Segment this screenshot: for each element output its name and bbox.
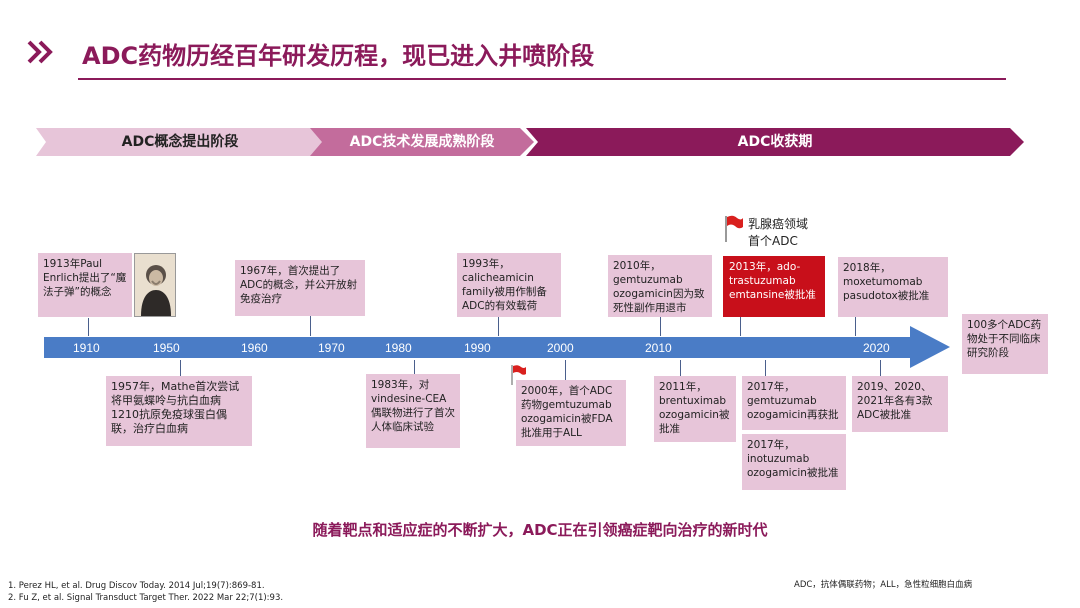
phase-banner-harvest: ADC收获期 bbox=[526, 128, 1024, 156]
double-chevron-icon bbox=[26, 38, 56, 66]
event-2019-2021: 2019、2020、2021年各有3款ADC被批准 bbox=[852, 376, 948, 432]
event-1967: 1967年，首次提出了ADC的概念，并公开放射免疫治疗 bbox=[235, 260, 365, 316]
connector-line bbox=[414, 360, 415, 374]
year-label: 1990 bbox=[464, 341, 491, 355]
event-2017-b: 2017年，inotuzumab ozogamicin被批准 bbox=[742, 434, 846, 490]
event-2017-a: 2017年，gemtuzumab ozogamicin再获批 bbox=[742, 376, 846, 430]
connector-line bbox=[498, 316, 499, 336]
year-label: 1980 bbox=[385, 341, 412, 355]
event-2000: 2000年，首个ADC药物gemtuzumab ozogamicin被FDA批准… bbox=[516, 380, 626, 446]
phase-banner-concept: ADC概念提出阶段 bbox=[36, 128, 332, 156]
event-2013: 2013年，ado-trastuzumab emtansine被批准 bbox=[723, 256, 825, 317]
connector-line bbox=[765, 360, 766, 376]
event-1993: 1993年，calicheamicin family被用作制备ADC的有效载荷 bbox=[457, 253, 561, 317]
summary-statement: 随着靶点和适应症的不断扩大，ADC正在引领癌症靶向治疗的新时代 bbox=[312, 521, 768, 539]
phase-banner-maturity: ADC技术发展成熟阶段 bbox=[310, 128, 534, 156]
connector-line bbox=[740, 316, 741, 336]
event-1983: 1983年，对vindesine-CEA偶联物进行了首次人体临床试验 bbox=[366, 374, 460, 448]
event-1913: 1913年Paul Enrlich提出了“魔法子弹”的概念 bbox=[38, 253, 132, 317]
page-title: ADC药物历经百年研发历程，现已进入井喷阶段 bbox=[82, 42, 595, 70]
red-flag-icon bbox=[723, 214, 745, 244]
connector-line bbox=[680, 360, 681, 376]
connector-line bbox=[660, 316, 661, 336]
phase-label: ADC概念提出阶段 bbox=[121, 134, 239, 150]
connector-line bbox=[310, 316, 311, 336]
connector-line bbox=[180, 360, 181, 378]
flag-note-line: 首个ADC bbox=[748, 234, 798, 248]
flag-note-line: 乳腺癌领域 bbox=[748, 217, 809, 231]
connector-line bbox=[855, 316, 856, 336]
phase-label: ADC技术发展成熟阶段 bbox=[349, 134, 495, 150]
portrait-image bbox=[134, 253, 176, 317]
year-label: 2020 bbox=[863, 341, 890, 355]
event-2018: 2018年，moxetumomab pasudotox被批准 bbox=[838, 257, 948, 317]
year-label: 1970 bbox=[318, 341, 345, 355]
year-label: 1960 bbox=[241, 341, 268, 355]
reference-2: 2. Fu Z, et al. Signal Transduct Target … bbox=[8, 593, 284, 603]
year-label: 1950 bbox=[153, 341, 180, 355]
connector-line bbox=[880, 360, 881, 376]
event-2010: 2010年，gemtuzumab ozogamicin因为致死性副作用退市 bbox=[608, 255, 712, 317]
connector-line bbox=[565, 360, 566, 380]
abbreviation-note: ADC，抗体偶联药物；ALL，急性粒细胞白血病 bbox=[794, 580, 973, 590]
timeline-arrow bbox=[44, 326, 952, 368]
year-label: 1910 bbox=[73, 341, 100, 355]
reference-1: 1. Perez HL, et al. Drug Discov Today. 2… bbox=[8, 581, 265, 591]
connector-line bbox=[88, 318, 89, 336]
phase-label: ADC收获期 bbox=[737, 134, 813, 150]
red-flag-icon bbox=[510, 364, 528, 386]
year-label: 2000 bbox=[547, 341, 574, 355]
flag-note: 乳腺癌领域 首个ADC bbox=[748, 216, 808, 250]
year-label: 2010 bbox=[645, 341, 672, 355]
end-status-box: 100多个ADC药物处于不同临床研究阶段 bbox=[962, 314, 1048, 374]
title-divider bbox=[78, 78, 1006, 80]
event-2011: 2011年，brentuximab ozogamicin被批准 bbox=[654, 376, 736, 442]
event-1957: 1957年，Mathe首次尝试将甲氨蝶呤与抗白血病1210抗原免疫球蛋白偶联，治… bbox=[106, 376, 252, 446]
